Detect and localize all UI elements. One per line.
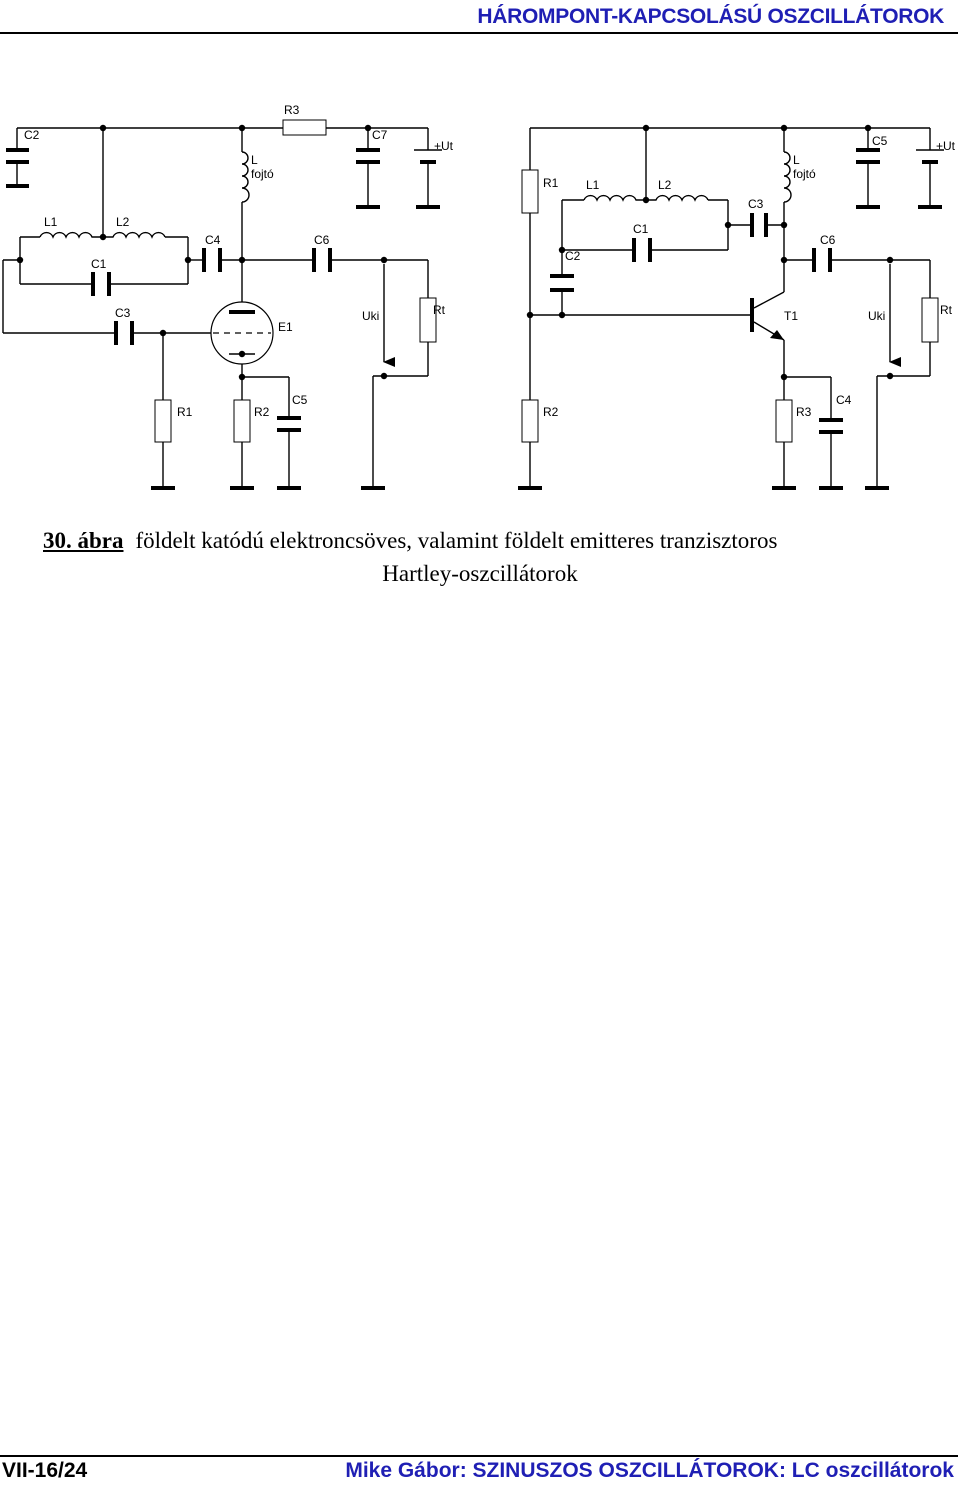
label-C2: C2: [565, 249, 581, 263]
tube-hartley-circuit: [2, 127, 429, 488]
emitter-arrow: [770, 330, 784, 340]
inductor-L1: [39, 231, 103, 239]
capacitor-C1: [632, 238, 652, 262]
junction-dots: [526, 124, 894, 381]
label-C1: C1: [91, 257, 107, 271]
label-Ut: +Ut: [434, 139, 454, 153]
resistor-R3: [282, 119, 327, 136]
label-R3: R3: [796, 405, 812, 419]
footer-rule: [0, 1455, 958, 1457]
label-C3: C3: [115, 306, 131, 320]
inductor-L-choke: [241, 151, 250, 203]
capacitor-C7: [356, 148, 380, 164]
resistor-R1: [521, 169, 539, 214]
footer-page-number: VII-16/24: [2, 1459, 88, 1482]
label-C2: C2: [24, 128, 40, 142]
label-C1: C1: [633, 222, 649, 236]
label-L1: L1: [586, 178, 600, 192]
capacitor-C1: [91, 272, 111, 296]
label-C7: C7: [372, 128, 388, 142]
caption-text-1: földelt katódú elektroncsöves, valamint …: [135, 528, 778, 553]
battery-Ut: [414, 149, 442, 164]
label-R1: R1: [543, 176, 559, 190]
label-C6: C6: [314, 233, 330, 247]
left-labels: C2 R3 C7 +Ut L fojtó L1 L2 C4 C6 C1 C3 E…: [24, 103, 454, 419]
label-L: L: [251, 153, 258, 167]
header-rule: [0, 32, 958, 34]
right-labels: R1 L1 L2 C3 L fojtó C5 +Ut C1 C2 C6 T1 U…: [543, 134, 956, 419]
label-L2: L2: [116, 215, 130, 229]
label-E1: E1: [278, 320, 293, 334]
resistor-Rt: [921, 297, 939, 343]
resistor-R2: [233, 399, 251, 443]
resistor-R2: [521, 399, 539, 443]
junction-dots: [16, 124, 388, 381]
label-C6: C6: [820, 233, 836, 247]
left-components: [6, 119, 442, 490]
capacitor-C6: [812, 248, 832, 272]
caption-line-1: 30. ábra földelt katódú elektroncsöves, v…: [43, 528, 777, 554]
resistor-R1: [154, 399, 172, 443]
inductor-L2: [103, 231, 166, 239]
label-T1: T1: [784, 309, 798, 323]
label-C3: C3: [748, 197, 764, 211]
capacitor-C2: [550, 274, 574, 292]
label-Uki: Uki: [362, 309, 379, 323]
tube-E1: [210, 301, 274, 365]
capacitor-C5: [856, 148, 880, 164]
capacitor-C4: [819, 418, 843, 434]
right-components: [518, 148, 944, 490]
capacitor-C3: [750, 213, 768, 237]
capacitor-C4: [202, 248, 222, 272]
label-C5: C5: [292, 393, 308, 407]
label-C4: C4: [205, 233, 221, 247]
label-R1: R1: [177, 405, 193, 419]
label-C5: C5: [872, 134, 888, 148]
label-C4: C4: [836, 393, 852, 407]
capacitor-C6: [312, 248, 332, 272]
label-L1: L1: [44, 215, 58, 229]
inductor-L1: [583, 194, 646, 202]
label-L: L: [793, 153, 800, 167]
label-R3: R3: [284, 103, 300, 117]
label-L2: L2: [658, 178, 672, 192]
label-fojto: fojtó: [793, 167, 816, 181]
label-R2: R2: [543, 405, 559, 419]
label-Ut: +Ut: [936, 139, 956, 153]
footer-book-title: Mike Gábor: SZINUSZOS OSZCILLÁTOROK: LC …: [345, 1459, 954, 1482]
capacitor-C2: [6, 148, 29, 164]
page-header-title: HÁROMPONT-KAPCSOLÁSÚ OSZCILLÁTOROK: [477, 5, 944, 28]
label-R2: R2: [254, 405, 270, 419]
caption-line-2: Hartley-oszcillátorok: [382, 561, 578, 586]
capacitor-C5: [277, 416, 301, 432]
label-Uki: Uki: [868, 309, 885, 323]
capacitor-C3: [114, 321, 134, 345]
resistor-Rt: [419, 297, 437, 343]
resistor-R3: [775, 399, 793, 443]
label-fojto: fojtó: [251, 167, 274, 181]
label-Rt: Rt: [433, 303, 446, 317]
figure-number: 30. ábra: [43, 528, 124, 553]
inductor-L2: [646, 194, 709, 202]
label-Rt: Rt: [940, 303, 953, 317]
schematic: C2 R3 C7 +Ut L fojtó L1 L2 C4 C6 C1 C3 E…: [2, 103, 956, 490]
transistor-hartley-circuit: [529, 127, 931, 488]
inductor-L-choke: [783, 151, 792, 203]
battery-Ut: [916, 149, 944, 164]
